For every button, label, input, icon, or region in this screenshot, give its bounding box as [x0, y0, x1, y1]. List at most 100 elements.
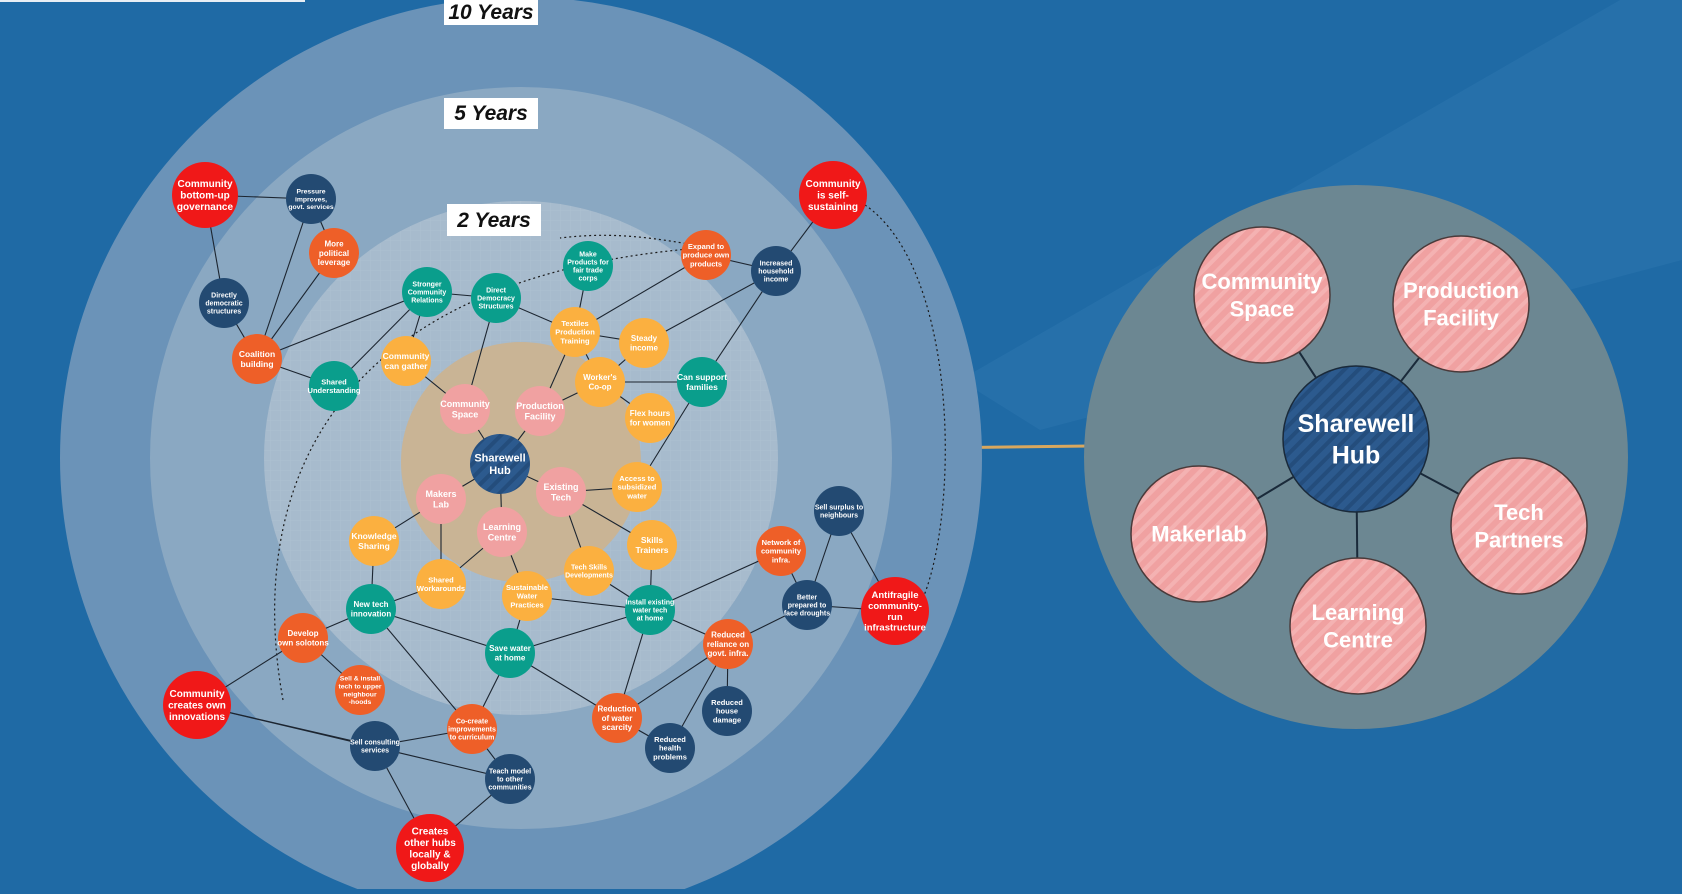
node-circle: [381, 336, 431, 386]
node-circle: [702, 686, 752, 736]
node-circle: [172, 162, 238, 228]
node-circle: [536, 467, 586, 517]
node-circle: [396, 814, 464, 882]
edge-n35-n42: [370, 608, 473, 730]
node-circle: [625, 585, 675, 635]
node-circle: [799, 161, 867, 229]
node-circle: [592, 693, 642, 743]
node-circle: [163, 671, 231, 739]
year-label-2-text: 2 Years: [456, 209, 531, 232]
node-circle: [349, 516, 399, 566]
edge-n10-n14: [574, 254, 707, 333]
node-circle: [563, 241, 613, 291]
node-circle: [350, 721, 400, 771]
node-circle: [625, 393, 675, 443]
node-circle: [309, 228, 359, 278]
node-circle: [681, 230, 731, 280]
node-circle: [627, 520, 677, 570]
dotted-loop-left: [274, 247, 701, 701]
node-circle: [335, 665, 385, 715]
node-circle: [470, 434, 530, 494]
edge-n5-n2: [256, 198, 312, 360]
node-circle: [703, 619, 753, 669]
node-circle: [575, 357, 625, 407]
top-left-rule: [0, 0, 305, 2]
node-circle: [515, 386, 565, 436]
year-label-2: 2 Years: [447, 204, 541, 236]
node-circle: [416, 559, 466, 609]
node-circle: [485, 754, 535, 804]
hub-detail-item-makerlab: Makerlab: [1130, 465, 1268, 603]
node-circle: [471, 273, 521, 323]
year-label-5-text: 5 Years: [454, 102, 528, 125]
node-circle: [814, 486, 864, 536]
year-label-5: 5 Years: [444, 98, 538, 129]
node-circle: [447, 704, 497, 754]
node-circle: [677, 357, 727, 407]
node-circle: [346, 584, 396, 634]
